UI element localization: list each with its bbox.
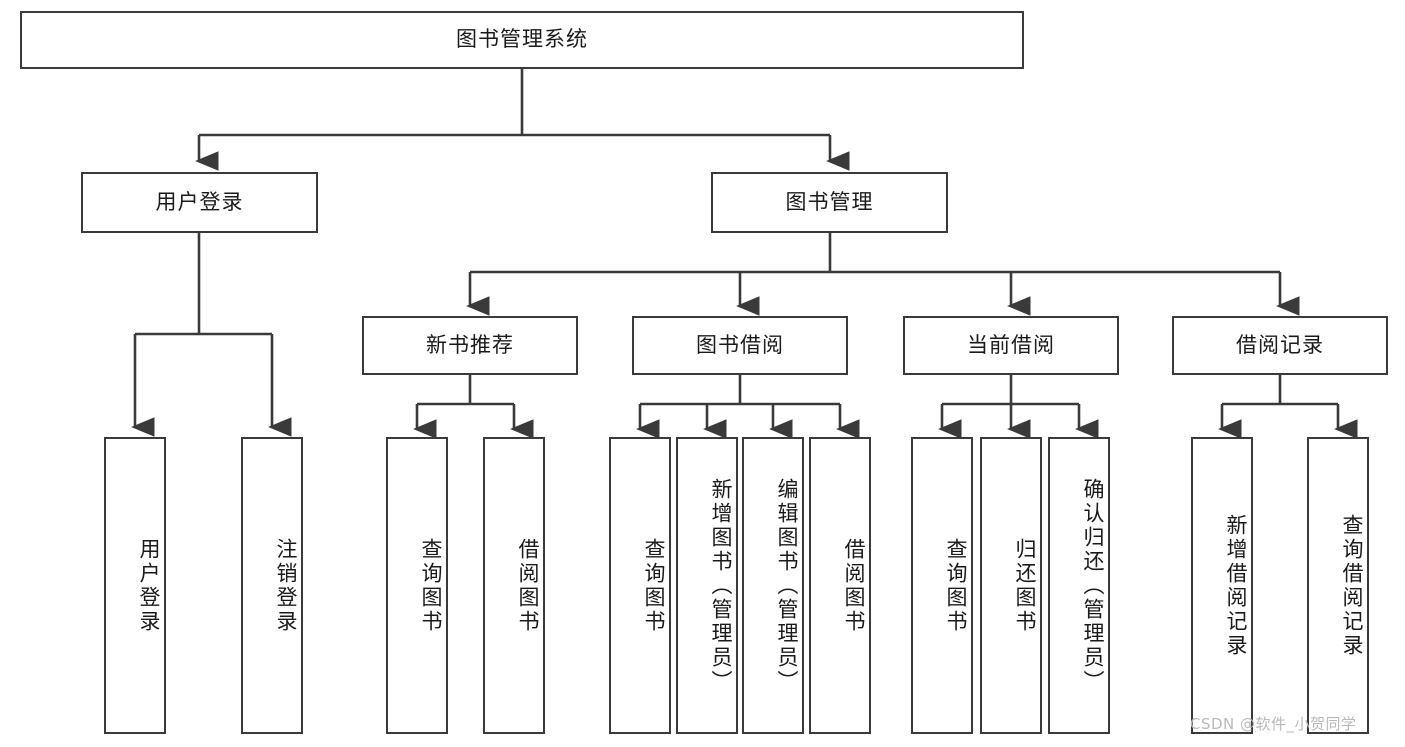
leaf-borrow-edit-book-admin-label: 编辑图书（管理员）	[775, 477, 799, 694]
leaf-current-query-book[interactable]: 查询图书	[911, 437, 973, 734]
leaf-current-confirm-return-admin-label: 确认归还（管理员）	[1081, 477, 1105, 694]
leaf-recommend-query-book[interactable]: 查询图书	[386, 437, 448, 734]
node-root-label: 图书管理系统	[456, 27, 588, 52]
node-book-management-label: 图书管理	[785, 189, 874, 214]
node-book-management[interactable]: 图书管理	[711, 172, 948, 233]
leaf-recommend-borrow-book-label: 借阅图书	[516, 537, 540, 634]
leaf-user-login[interactable]: 用户登录	[104, 437, 166, 734]
node-borrow-record-label: 借阅记录	[1236, 332, 1324, 357]
node-user-login[interactable]: 用户登录	[81, 172, 318, 233]
leaf-borrow-query-book[interactable]: 查询图书	[609, 437, 671, 734]
node-book-borrow[interactable]: 图书借阅	[632, 316, 848, 375]
node-new-book-recommend[interactable]: 新书推荐	[362, 316, 578, 375]
leaf-borrow-borrow-book-label: 借阅图书	[842, 537, 866, 634]
leaf-record-add-borrow-record[interactable]: 新增借阅记录	[1191, 437, 1253, 734]
node-user-login-label: 用户登录	[155, 189, 244, 214]
node-book-borrow-label: 图书借阅	[696, 332, 784, 357]
leaf-current-return-book-label: 归还图书	[1013, 537, 1037, 634]
leaf-record-query-borrow-record-label: 查询借阅记录	[1340, 513, 1364, 658]
node-new-book-recommend-label: 新书推荐	[426, 332, 514, 357]
node-root-system[interactable]: 图书管理系统	[20, 11, 1024, 69]
leaf-user-login-label: 用户登录	[137, 537, 161, 634]
node-current-borrow-label: 当前借阅	[967, 332, 1055, 357]
leaf-recommend-borrow-book[interactable]: 借阅图书	[483, 437, 545, 734]
leaf-borrow-query-book-label: 查询图书	[642, 537, 666, 634]
leaf-borrow-edit-book-admin[interactable]: 编辑图书（管理员）	[742, 437, 804, 734]
node-borrow-record[interactable]: 借阅记录	[1172, 316, 1388, 375]
node-current-borrow[interactable]: 当前借阅	[903, 316, 1119, 375]
leaf-borrow-add-book-admin[interactable]: 新增图书（管理员）	[676, 437, 738, 734]
leaf-record-add-borrow-record-label: 新增借阅记录	[1224, 513, 1248, 658]
leaf-current-query-book-label: 查询图书	[944, 537, 968, 634]
leaf-recommend-query-book-label: 查询图书	[419, 537, 443, 634]
leaf-borrow-borrow-book[interactable]: 借阅图书	[809, 437, 871, 734]
leaf-borrow-add-book-admin-label: 新增图书（管理员）	[709, 477, 733, 694]
leaf-logout-label: 注销登录	[274, 537, 298, 634]
leaf-current-return-book[interactable]: 归还图书	[980, 437, 1042, 734]
leaf-record-query-borrow-record[interactable]: 查询借阅记录	[1307, 437, 1369, 734]
leaf-logout[interactable]: 注销登录	[241, 437, 303, 734]
leaf-current-confirm-return-admin[interactable]: 确认归还（管理员）	[1048, 437, 1110, 734]
